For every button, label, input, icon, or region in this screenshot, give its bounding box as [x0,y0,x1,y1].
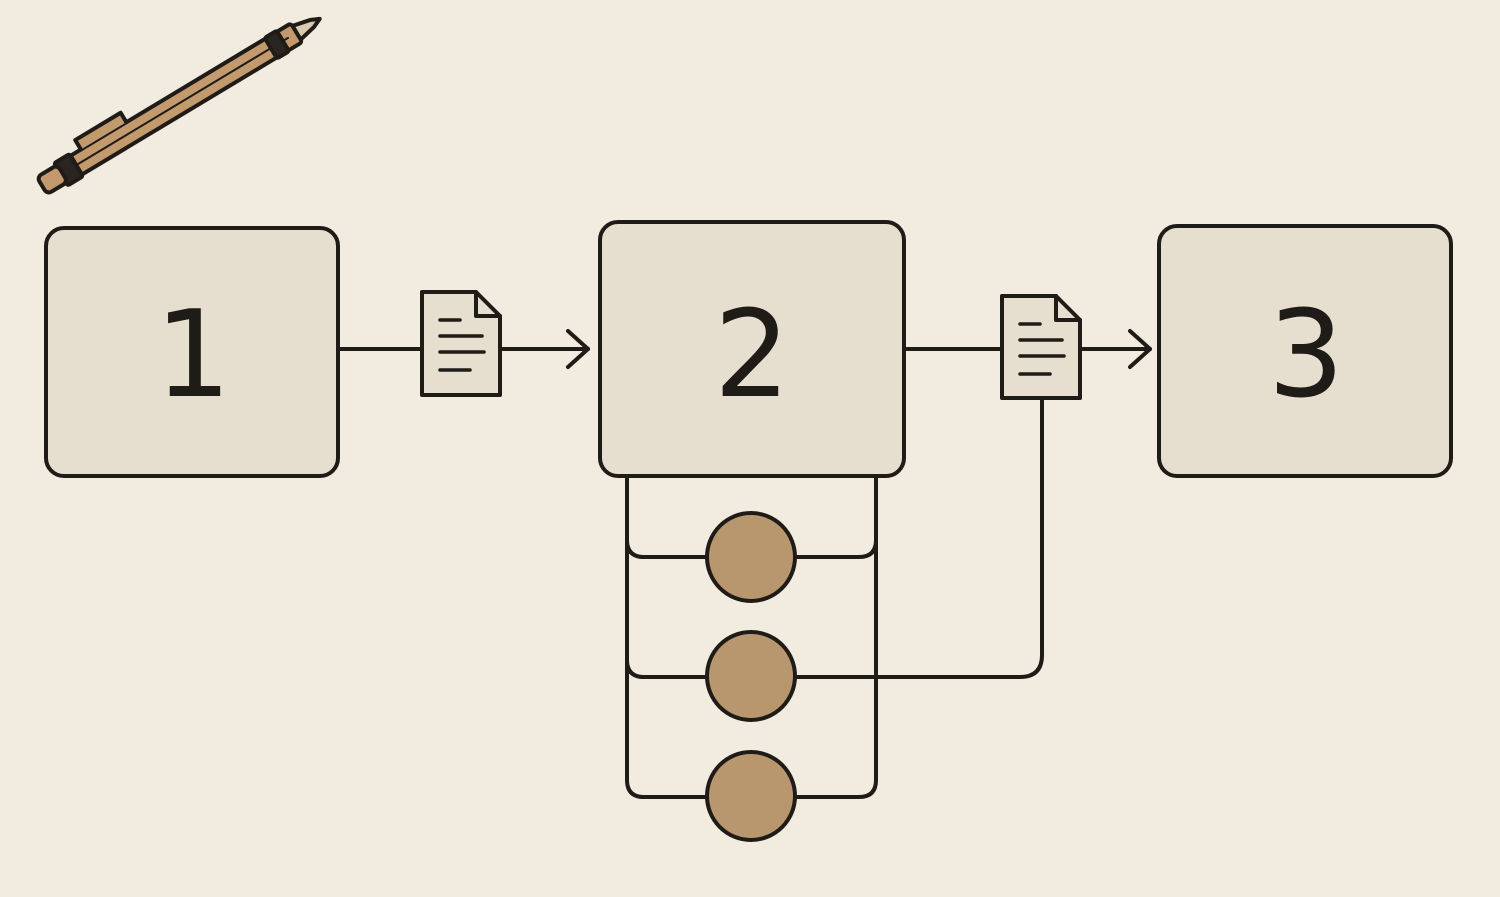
step-1-label: 1 [155,286,231,425]
step-1-box [44,226,340,478]
document-icon [420,290,502,397]
subprocess-node [705,630,797,722]
step-2-label: 2 [714,286,790,425]
document-icon [1000,294,1082,400]
subprocess-node [705,511,797,603]
step-3-label: 3 [1268,286,1344,425]
subprocess-node [705,750,797,842]
step-3-box [1157,224,1453,478]
pencil-icon [36,16,322,195]
subprocess-connectors [625,396,1044,799]
